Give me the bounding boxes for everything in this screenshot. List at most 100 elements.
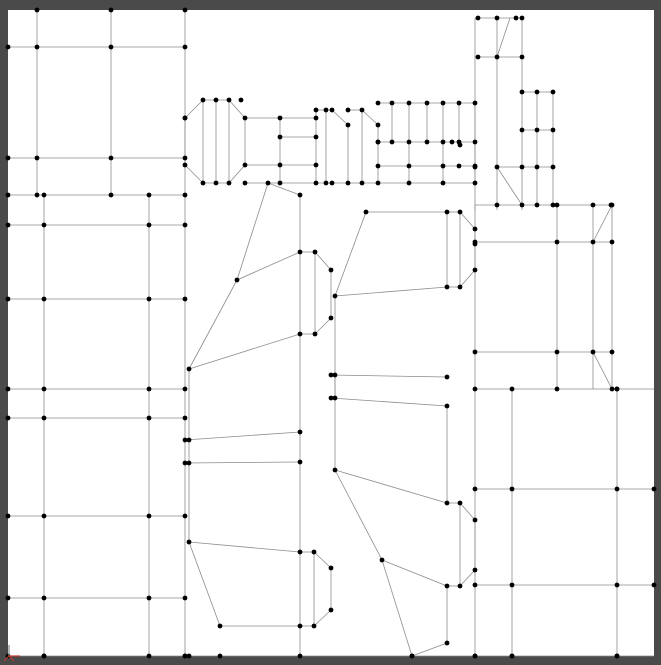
graph-vertex[interactable]: [41, 296, 47, 302]
graph-vertex[interactable]: [332, 467, 338, 473]
graph-vertex[interactable]: [554, 239, 560, 245]
graph-vertex[interactable]: [217, 623, 223, 629]
graph-vertex[interactable]: [323, 180, 329, 186]
graph-vertex[interactable]: [590, 239, 596, 245]
graph-vertex[interactable]: [444, 374, 450, 380]
graph-vertex[interactable]: [108, 44, 114, 50]
graph-vertex[interactable]: [5, 513, 11, 519]
graph-vertex[interactable]: [311, 623, 317, 629]
graph-vertex[interactable]: [5, 415, 11, 421]
graph-vertex[interactable]: [332, 395, 338, 401]
graph-vertex[interactable]: [472, 241, 478, 247]
graph-vertex[interactable]: [424, 139, 430, 145]
graph-vertex[interactable]: [146, 386, 152, 392]
graph-vertex[interactable]: [313, 107, 319, 113]
graph-vertex[interactable]: [182, 460, 188, 466]
graph-vertex[interactable]: [494, 202, 500, 208]
graph-vertex[interactable]: [406, 163, 412, 169]
graph-vertex[interactable]: [226, 97, 232, 103]
graph-vertex[interactable]: [328, 607, 334, 613]
graph-vertex[interactable]: [34, 155, 40, 161]
graph-vertex[interactable]: [614, 486, 620, 492]
graph-vertex[interactable]: [519, 54, 525, 60]
graph-vertex[interactable]: [494, 164, 500, 170]
graph-vertex[interactable]: [277, 162, 283, 168]
graph-vertex[interactable]: [186, 460, 192, 466]
graph-vertex[interactable]: [213, 97, 219, 103]
graph-vertex[interactable]: [363, 209, 369, 215]
graph-vertex[interactable]: [472, 164, 478, 170]
graph-vertex[interactable]: [590, 349, 596, 355]
graph-vertex[interactable]: [41, 222, 47, 228]
graph-vertex[interactable]: [41, 513, 47, 519]
graph-vertex[interactable]: [440, 100, 446, 106]
graph-vertex[interactable]: [5, 595, 11, 601]
graph-vertex[interactable]: [329, 180, 335, 186]
graph-vertex[interactable]: [609, 386, 615, 392]
graph-vertex[interactable]: [509, 386, 515, 392]
graph-vertex[interactable]: [389, 139, 395, 145]
graph-vertex[interactable]: [534, 164, 540, 170]
graph-vertex[interactable]: [550, 89, 556, 95]
graph-vertex[interactable]: [213, 180, 219, 186]
graph-vertex[interactable]: [328, 372, 334, 378]
graph-vertex[interactable]: [297, 549, 303, 555]
graph-vertex[interactable]: [457, 583, 463, 589]
graph-vertex[interactable]: [475, 15, 481, 21]
graph-vertex[interactable]: [328, 267, 334, 273]
graph-vertex[interactable]: [345, 122, 351, 128]
graph-vertex[interactable]: [440, 180, 446, 186]
graph-vertex[interactable]: [345, 107, 351, 113]
graph-vertex[interactable]: [41, 595, 47, 601]
graph-vertex[interactable]: [509, 653, 515, 659]
graph-vertex[interactable]: [146, 415, 152, 421]
graph-vertex[interactable]: [651, 486, 657, 492]
graph-vertex[interactable]: [609, 349, 615, 355]
graph-vertex[interactable]: [472, 517, 478, 523]
graph-vertex[interactable]: [554, 349, 560, 355]
graph-vertex[interactable]: [186, 437, 192, 443]
graph-vertex[interactable]: [379, 557, 385, 563]
graph-vertex[interactable]: [226, 180, 232, 186]
graph-vertex[interactable]: [554, 386, 560, 392]
graph-vertex[interactable]: [457, 500, 463, 506]
graph-vertex[interactable]: [5, 296, 11, 302]
drawing-canvas[interactable]: [8, 10, 654, 656]
graph-vertex[interactable]: [472, 226, 478, 232]
graph-vertex[interactable]: [389, 100, 395, 106]
graph-vertex[interactable]: [312, 331, 318, 337]
graph-vertex[interactable]: [534, 127, 540, 133]
graph-vertex[interactable]: [108, 7, 114, 13]
graph-vertex[interactable]: [513, 15, 519, 21]
graph-vertex[interactable]: [313, 162, 319, 168]
graph-vertex[interactable]: [494, 15, 500, 21]
graph-vertex[interactable]: [472, 349, 478, 355]
graph-vertex[interactable]: [375, 180, 381, 186]
graph-vertex[interactable]: [146, 192, 152, 198]
graph-vertex[interactable]: [328, 315, 334, 321]
graph-vertex[interactable]: [146, 595, 152, 601]
graph-vertex[interactable]: [449, 139, 455, 145]
graph-vertex[interactable]: [242, 115, 248, 121]
graph-vertex[interactable]: [332, 372, 338, 378]
graph-vertex[interactable]: [277, 180, 283, 186]
graph-vertex[interactable]: [41, 653, 47, 659]
graph-vertex[interactable]: [182, 653, 188, 659]
graph-vertex[interactable]: [614, 653, 620, 659]
graph-vertex[interactable]: [182, 192, 188, 198]
graph-vertex[interactable]: [297, 623, 303, 629]
graph-vertex[interactable]: [242, 180, 248, 186]
graph-vertex[interactable]: [534, 89, 540, 95]
graph-vertex[interactable]: [297, 249, 303, 255]
graph-vertex[interactable]: [519, 89, 525, 95]
graph-vertex[interactable]: [440, 139, 446, 145]
graph-vertex[interactable]: [406, 180, 412, 186]
graph-vertex[interactable]: [277, 115, 283, 121]
graph-vertex[interactable]: [182, 386, 188, 392]
graph-vertex[interactable]: [444, 500, 450, 506]
graph-vertex[interactable]: [475, 54, 481, 60]
graph-vertex[interactable]: [609, 239, 615, 245]
graph-vertex[interactable]: [332, 293, 338, 299]
graph-vertex[interactable]: [457, 284, 463, 290]
graph-vertex[interactable]: [5, 386, 11, 392]
